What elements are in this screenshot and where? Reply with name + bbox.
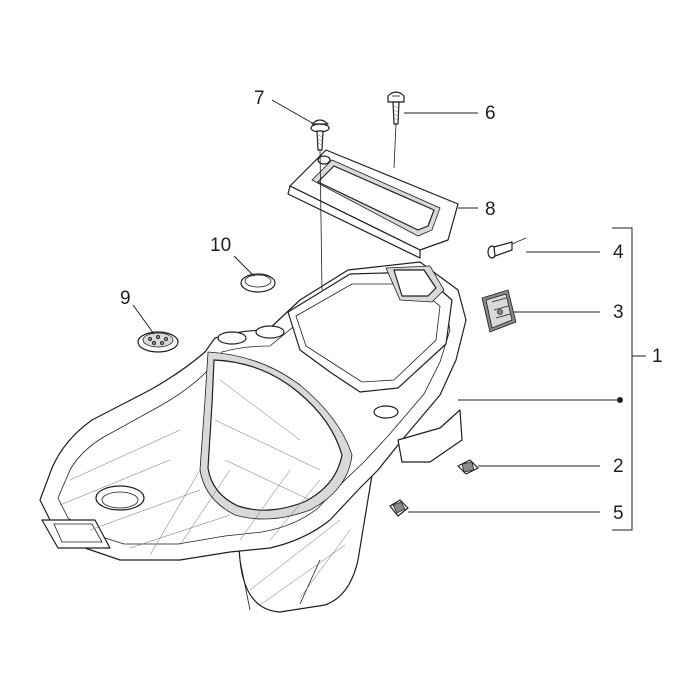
callout-9: 9 [120,288,131,309]
callout-1: 1 [652,346,663,367]
cover-lid-part [287,149,459,259]
helmet-compartment-tub [39,261,467,613]
callout-3: 3 [613,302,624,323]
callout-5: 5 [613,503,624,524]
clip-part [481,289,517,333]
plug-cap-part [240,273,276,293]
callout-7: 7 [254,88,265,109]
leader-lines [132,99,646,531]
callout-labels: 1 2 3 4 5 6 7 8 9 10 [120,88,663,524]
vented-grommet-part [137,331,179,353]
callout-8: 8 [485,199,496,220]
screw-part [387,91,405,125]
callout-2: 2 [613,456,624,477]
rivet-part [487,237,527,259]
callout-4: 4 [613,242,624,263]
screw-with-washer-part [310,119,330,151]
callout-10: 10 [210,235,231,256]
clip-nut-lower-part [389,499,409,517]
callout-6: 6 [485,103,496,124]
clip-nut-part [457,459,479,475]
